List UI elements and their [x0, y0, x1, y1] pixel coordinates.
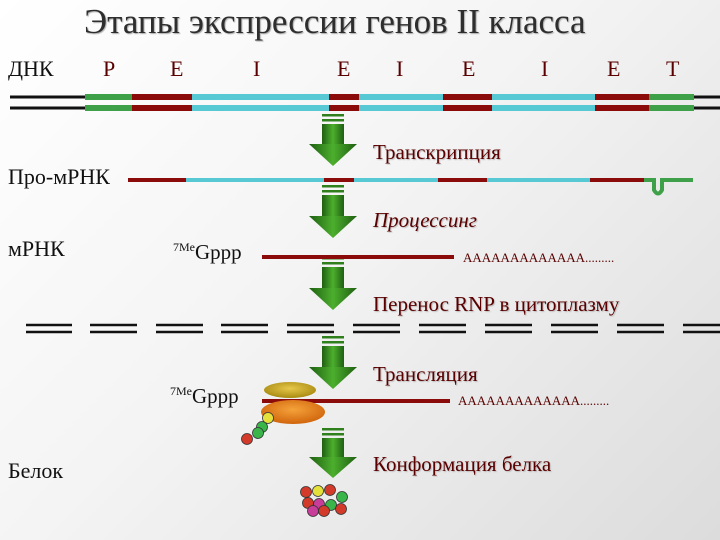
mrna-cap-label: 7MeGppp — [173, 240, 242, 265]
label-protein: Белок — [8, 458, 64, 483]
step-processing: Процессинг — [373, 208, 477, 232]
label-pro-mrna: Про-мРНК — [8, 164, 110, 189]
segment-label-t: T — [666, 56, 680, 81]
segment-label-e2: E — [337, 56, 351, 81]
dna-intron-2 — [359, 94, 443, 111]
nascent-peptide — [241, 412, 274, 445]
step-transport: Перенос RNP в цитоплазму — [373, 292, 620, 316]
arrow-conformation — [309, 428, 357, 478]
segment-label-e4: E — [607, 56, 621, 81]
translation-cap-text: Gppp — [192, 384, 239, 408]
step-translation: Трансляция — [373, 362, 478, 386]
dna-strand — [10, 94, 720, 111]
mrna-polya-tail: AAAAAAAAAAAAA......... — [463, 250, 615, 265]
arrow-transcription — [309, 114, 357, 166]
dna-promoter-region — [85, 94, 132, 111]
segment-label-i3: I — [541, 56, 549, 81]
segment-label-e3: E — [462, 56, 476, 81]
page-title: Этапы экспрессии генов II класса — [84, 2, 586, 41]
mrna-cap-text: Gppp — [195, 240, 242, 264]
dna-exon-2 — [329, 94, 359, 111]
segment-label-i2: I — [396, 56, 404, 81]
dna-exon-4 — [595, 94, 649, 111]
step-conformation: Конформация белка — [373, 452, 552, 476]
arrow-transport — [309, 257, 357, 310]
ribosome — [261, 382, 325, 424]
dna-intron-3 — [492, 94, 595, 111]
step-transcription: Транскрипция — [373, 140, 501, 164]
label-dna: ДНК — [8, 56, 54, 81]
translation-mrna-strand — [262, 399, 450, 403]
translation-cap-prefix: 7Me — [170, 384, 192, 398]
arrow-translation — [309, 336, 357, 389]
translation-cap-label: 7MeGppp — [170, 384, 239, 409]
arrow-processing — [309, 185, 357, 238]
segment-label-e1: E — [170, 56, 184, 81]
ribosome-large-subunit — [261, 400, 325, 424]
folded-protein — [300, 484, 348, 517]
segment-label-i1: I — [253, 56, 261, 81]
label-mrna: мРНК — [8, 236, 65, 261]
mrna-strand — [262, 255, 454, 259]
dna-terminator-region — [649, 94, 694, 111]
ribosome-small-subunit — [264, 382, 316, 398]
nuclear-membrane — [26, 323, 720, 334]
pro-mrna-strand — [128, 178, 693, 196]
dna-exon-3 — [443, 94, 492, 111]
mrna-cap-prefix: 7Me — [173, 240, 195, 254]
segment-label-p: P — [103, 56, 116, 81]
dna-exon-1 — [132, 94, 192, 111]
translation-polya-tail: AAAAAAAAAAAAA......... — [458, 393, 610, 408]
dna-intron-1 — [192, 94, 329, 111]
